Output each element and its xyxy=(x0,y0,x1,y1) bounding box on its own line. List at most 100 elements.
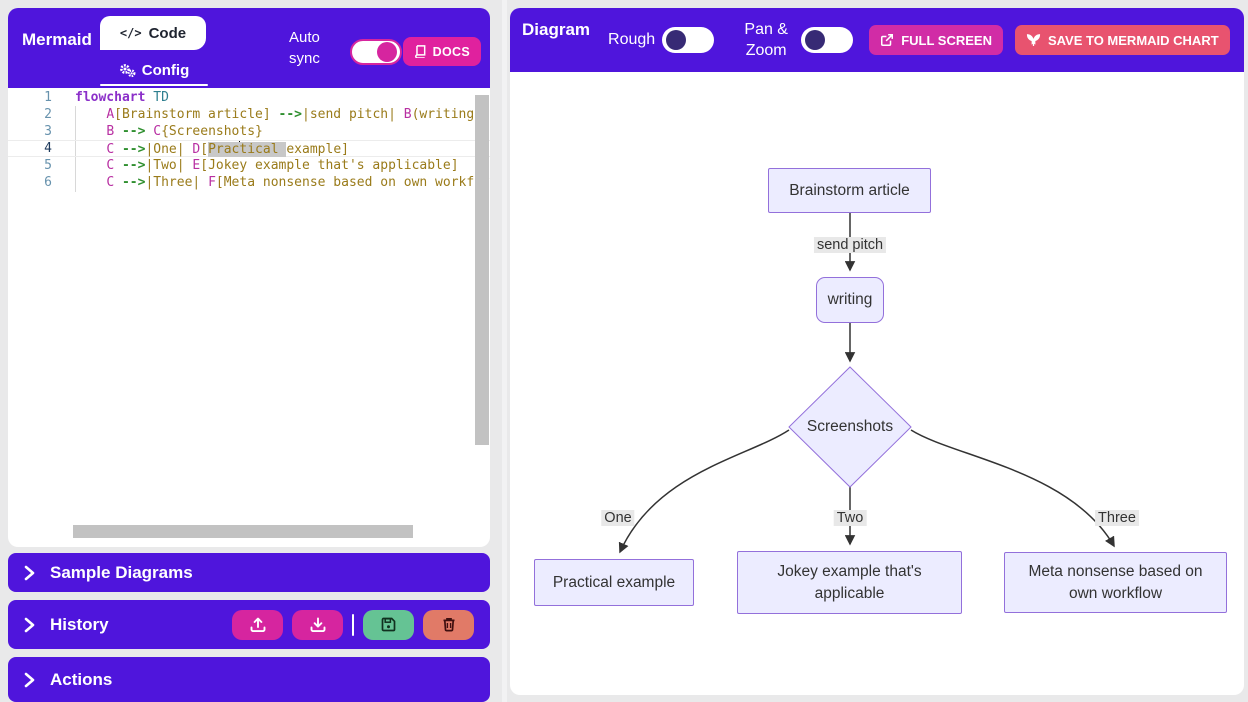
code-token: [Brainstorm article] xyxy=(114,107,271,122)
code-token xyxy=(114,175,122,190)
editor-header: Mermaid </> Code Config Auto sync xyxy=(8,8,490,88)
pane-divider[interactable] xyxy=(502,0,507,702)
code-token: --> xyxy=(121,124,146,139)
upload-history-button[interactable] xyxy=(232,609,283,640)
editor-pane: Mermaid </> Code Config Auto sync xyxy=(8,8,490,702)
code-token xyxy=(200,175,208,190)
indent-guide xyxy=(75,106,76,192)
upload-icon xyxy=(250,617,266,632)
diagram-node: writing xyxy=(816,277,884,323)
actions-accordion[interactable]: Actions xyxy=(8,657,490,702)
external-link-icon xyxy=(880,33,894,47)
auto-sync-toggle[interactable] xyxy=(350,39,402,65)
download-icon xyxy=(310,617,326,632)
trash-icon xyxy=(442,617,456,632)
line-number: 6 xyxy=(44,175,52,190)
docs-button[interactable]: DOCS xyxy=(402,37,481,66)
pan-zoom-toggle[interactable] xyxy=(801,27,854,53)
vertical-scrollbar-thumb[interactable] xyxy=(475,95,489,445)
diagram-node: Practical example xyxy=(534,559,694,606)
code-token: Prac xyxy=(208,142,240,157)
delete-history-button[interactable] xyxy=(423,609,474,640)
sample-diagrams-label: Sample Diagrams xyxy=(50,562,193,582)
toggle-knob xyxy=(377,42,397,62)
code-token: C xyxy=(106,142,115,157)
tab-code[interactable]: </> Code xyxy=(100,16,206,50)
code-token: A xyxy=(106,107,115,122)
code-token: C xyxy=(106,158,115,173)
rough-toggle[interactable] xyxy=(662,27,715,53)
code-token: E xyxy=(192,158,201,173)
horizontal-scrollbar-thumb[interactable] xyxy=(73,525,413,538)
code-token: [Meta nonsense based on own workflow] xyxy=(215,175,490,190)
book-icon xyxy=(414,45,427,58)
auto-sync-label: Auto sync xyxy=(289,29,320,67)
code-line[interactable]: A[Brainstorm article] -->|send pitch| B(… xyxy=(8,106,490,123)
code-token: |One| xyxy=(145,142,185,157)
code-token xyxy=(114,142,122,157)
save-to-mermaid-chart-button[interactable]: SAVE TO MERMAID CHART xyxy=(1014,25,1230,55)
code-token: C xyxy=(106,175,115,190)
full-screen-label: FULL SCREEN xyxy=(901,32,992,48)
history-label: History xyxy=(50,614,109,634)
edge-label: One xyxy=(601,510,635,526)
code-token xyxy=(75,142,106,157)
line-number-gutter: 1 2 3 4 5 6 xyxy=(8,89,52,191)
editor-tabs: </> Code Config xyxy=(95,8,213,88)
button-divider xyxy=(352,613,354,636)
diagram-node-diamond xyxy=(788,366,912,488)
code-token: --> xyxy=(278,107,302,122)
code-line[interactable]: B --> C{Screenshots} xyxy=(8,123,490,140)
code-token: C xyxy=(153,124,162,139)
code-token: F xyxy=(208,175,216,190)
pan-zoom-label: Pan & Zoom xyxy=(744,21,788,59)
code-token xyxy=(114,124,122,139)
code-token: flowchart xyxy=(75,90,146,105)
code-line[interactable]: C -->|Three| F[Meta nonsense based on ow… xyxy=(8,174,490,191)
line-number: 3 xyxy=(44,124,52,139)
code-lines: flowchart TD A[Brainstorm article] -->|s… xyxy=(8,89,490,191)
line-number: 2 xyxy=(44,107,52,122)
diagram-header: Diagram Rough Pan & Zoom FULL SCREEN SAV… xyxy=(510,8,1244,72)
chevron-right-icon xyxy=(24,617,35,633)
code-line[interactable]: C -->|One| D[Practical example] xyxy=(8,140,490,157)
code-token: |send pitch| xyxy=(302,107,396,122)
gears-icon xyxy=(119,63,136,78)
save-to-mermaid-chart-label: SAVE TO MERMAID CHART xyxy=(1047,32,1219,48)
code-token: (writing) xyxy=(411,107,483,122)
code-token xyxy=(271,107,279,122)
line-number: 4 xyxy=(44,141,52,156)
code-token xyxy=(75,175,106,190)
download-history-button[interactable] xyxy=(292,609,343,640)
code-line[interactable]: C -->|Two| E[Jokey example that's applic… xyxy=(8,157,490,174)
code-editor[interactable]: 1 2 3 4 5 6 flowchart TD A[Brainstorm article… xyxy=(8,88,490,547)
actions-label: Actions xyxy=(50,669,113,689)
code-token xyxy=(396,107,404,122)
diagram-node: Meta nonsense based on own workflow xyxy=(1004,552,1227,613)
diagram-pane: Diagram Rough Pan & Zoom FULL SCREEN SAV… xyxy=(510,8,1244,695)
tab-config-label: Config xyxy=(141,61,190,79)
flowchart-edge xyxy=(618,429,790,554)
sample-diagrams-accordion[interactable]: Sample Diagrams xyxy=(8,553,490,592)
tab-indicator xyxy=(100,84,208,86)
edge-label: Three xyxy=(1095,510,1139,526)
history-accordion[interactable]: History xyxy=(8,600,490,649)
edge-label: Two xyxy=(833,510,867,526)
code-token: B xyxy=(106,124,115,139)
save-icon xyxy=(381,617,396,632)
code-line[interactable]: flowchart TD xyxy=(8,89,490,106)
line-number: 1 xyxy=(44,90,52,105)
line-number: 5 xyxy=(44,158,52,173)
code-token: B xyxy=(403,107,412,122)
save-history-button[interactable] xyxy=(363,609,414,640)
tab-config[interactable]: Config xyxy=(95,58,213,82)
diagram-node: Brainstorm article xyxy=(768,168,931,213)
code-token: |Three| xyxy=(145,175,201,190)
toggle-knob xyxy=(666,30,687,50)
code-token: TD xyxy=(153,90,169,105)
full-screen-button[interactable]: FULL SCREEN xyxy=(869,25,1003,55)
code-token xyxy=(75,107,106,122)
code-token xyxy=(75,124,106,139)
code-token: D xyxy=(192,142,201,157)
